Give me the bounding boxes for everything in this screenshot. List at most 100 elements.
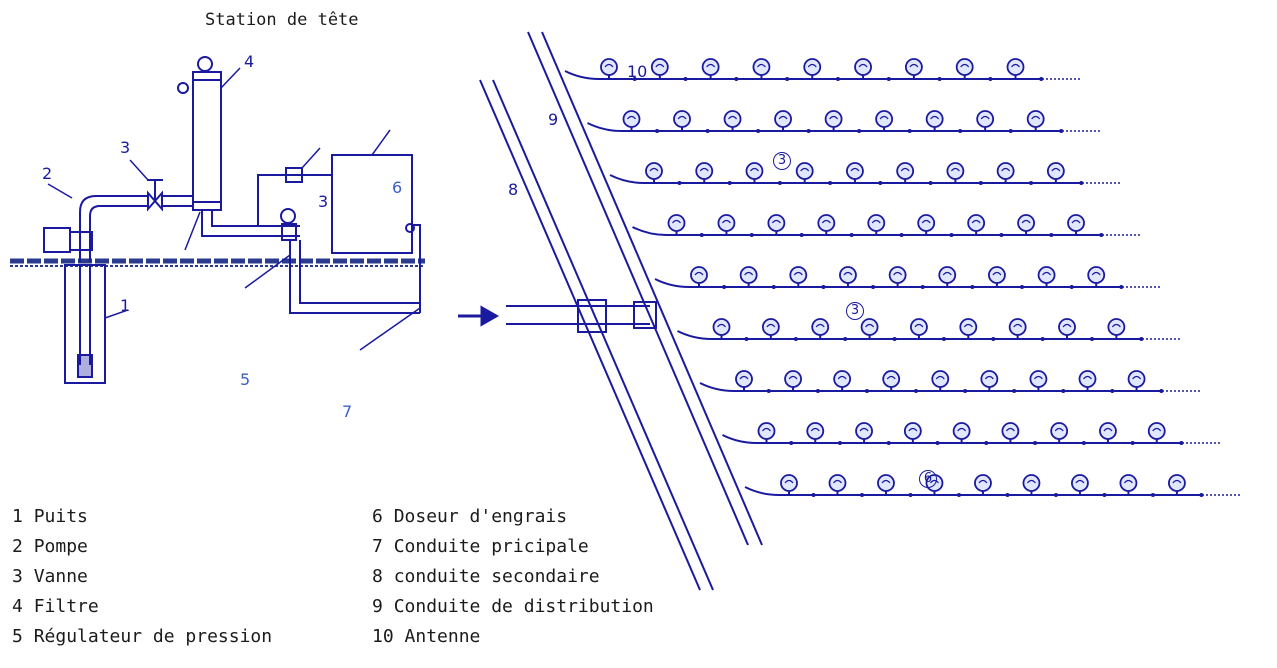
dripper-dot <box>1049 233 1054 237</box>
lateral-line <box>632 226 1102 236</box>
plant-icon <box>673 110 691 131</box>
plant-icon <box>690 266 708 287</box>
secondary-conduit <box>479 79 714 591</box>
lateral-line <box>677 330 1142 340</box>
dripper-dot <box>1102 493 1107 497</box>
dripper-dot <box>1059 129 1064 133</box>
plant-icon <box>622 110 641 131</box>
dripper-dot <box>956 493 961 497</box>
dripper-dot <box>899 233 904 237</box>
label-5: 5 <box>240 370 251 389</box>
plant-icon <box>888 266 907 287</box>
plant-icon <box>875 110 894 131</box>
plant-icon <box>828 474 847 495</box>
dripper-dot <box>958 129 963 133</box>
pump <box>43 183 148 262</box>
dripper-dot <box>886 77 891 81</box>
plant-icon <box>1087 266 1106 287</box>
dripper-dot <box>849 233 854 237</box>
dripper-dot <box>837 441 842 445</box>
plant-icon <box>712 318 731 339</box>
dripper-dot <box>907 129 912 133</box>
plant-icon <box>761 318 780 339</box>
label-6: 6 <box>392 178 403 197</box>
plant-icon <box>767 214 786 235</box>
well <box>64 264 129 384</box>
plant-icon <box>1006 58 1025 79</box>
dripper-dot <box>1033 441 1038 445</box>
plant-icon <box>817 214 836 235</box>
dripper-dot <box>991 337 996 341</box>
plant-icon <box>1099 422 1117 443</box>
dripper-dot <box>785 77 790 81</box>
dripper-dot <box>766 389 771 393</box>
dripper-dot <box>935 441 940 445</box>
plant-icon <box>1107 318 1126 339</box>
plant-icon <box>833 370 852 391</box>
legend-item: 8 conduite secondaire <box>372 566 600 587</box>
plant-icon <box>877 474 895 495</box>
dripper-dot <box>1029 181 1034 185</box>
dripper-dot <box>744 337 749 341</box>
plant-icon <box>988 266 1006 287</box>
plant-icon <box>839 266 857 287</box>
fertilizer-dispenser <box>257 129 421 313</box>
dripper-dot <box>963 389 968 393</box>
plant-icon <box>1147 422 1166 443</box>
plant-icon <box>959 318 978 339</box>
plant-icon <box>1050 422 1069 443</box>
legend-item: 6 Doseur d'engrais <box>372 506 568 527</box>
legend-item: 7 Conduite pricipale <box>372 536 589 557</box>
dripper-dot <box>683 77 688 81</box>
plant-icon <box>1001 422 1020 443</box>
plant-icon <box>903 422 922 443</box>
dripper-dot <box>1008 129 1013 133</box>
plant-icon <box>860 318 879 339</box>
dripper-dot <box>949 233 954 237</box>
dripper-dot <box>864 389 869 393</box>
plant-icon <box>925 110 944 131</box>
dripper-dot <box>835 77 840 81</box>
plant-icon <box>980 370 999 391</box>
dripper-dot <box>821 285 826 289</box>
dripper-dot <box>878 181 883 185</box>
plant-icon <box>739 266 758 287</box>
plant-icon <box>806 422 825 443</box>
plant-icon <box>867 214 886 235</box>
plant-icon <box>1026 110 1045 131</box>
label-3-valve: 3 <box>120 138 131 157</box>
dripper-dot <box>722 285 727 289</box>
dripper-dot <box>1159 389 1164 393</box>
plant-icon <box>600 58 618 79</box>
valve <box>129 159 193 212</box>
dripper-dot <box>984 441 989 445</box>
distribution-conduit <box>527 31 763 546</box>
dripper-dot <box>908 493 913 497</box>
legend-right: 6 Doseur d'engrais 7 Conduite pricipale … <box>372 502 654 652</box>
dripper-dot <box>1139 337 1144 341</box>
dripper-dot <box>978 181 983 185</box>
plant-icon <box>795 162 814 183</box>
dripper-dot <box>999 233 1004 237</box>
dripper-dot <box>1119 285 1124 289</box>
dripper-dot <box>799 233 804 237</box>
plant-icon <box>789 266 808 287</box>
dripper-dot <box>914 389 919 393</box>
label-8: 8 <box>508 180 519 199</box>
plant-icon <box>1071 474 1089 495</box>
dripper-dot <box>1061 389 1066 393</box>
plant-icon <box>695 162 714 183</box>
lateral-line <box>564 70 1042 80</box>
plant-icon <box>1119 474 1138 495</box>
dripper-dot <box>806 129 811 133</box>
lateral-line <box>699 382 1162 392</box>
dripper-dot <box>1005 493 1010 497</box>
plant-icon <box>735 370 753 391</box>
plant-icon <box>1067 214 1085 235</box>
plant-icon <box>1022 474 1041 495</box>
label-10: 10 <box>627 62 648 81</box>
plant-icon <box>854 58 872 79</box>
plant-icon <box>896 162 915 183</box>
